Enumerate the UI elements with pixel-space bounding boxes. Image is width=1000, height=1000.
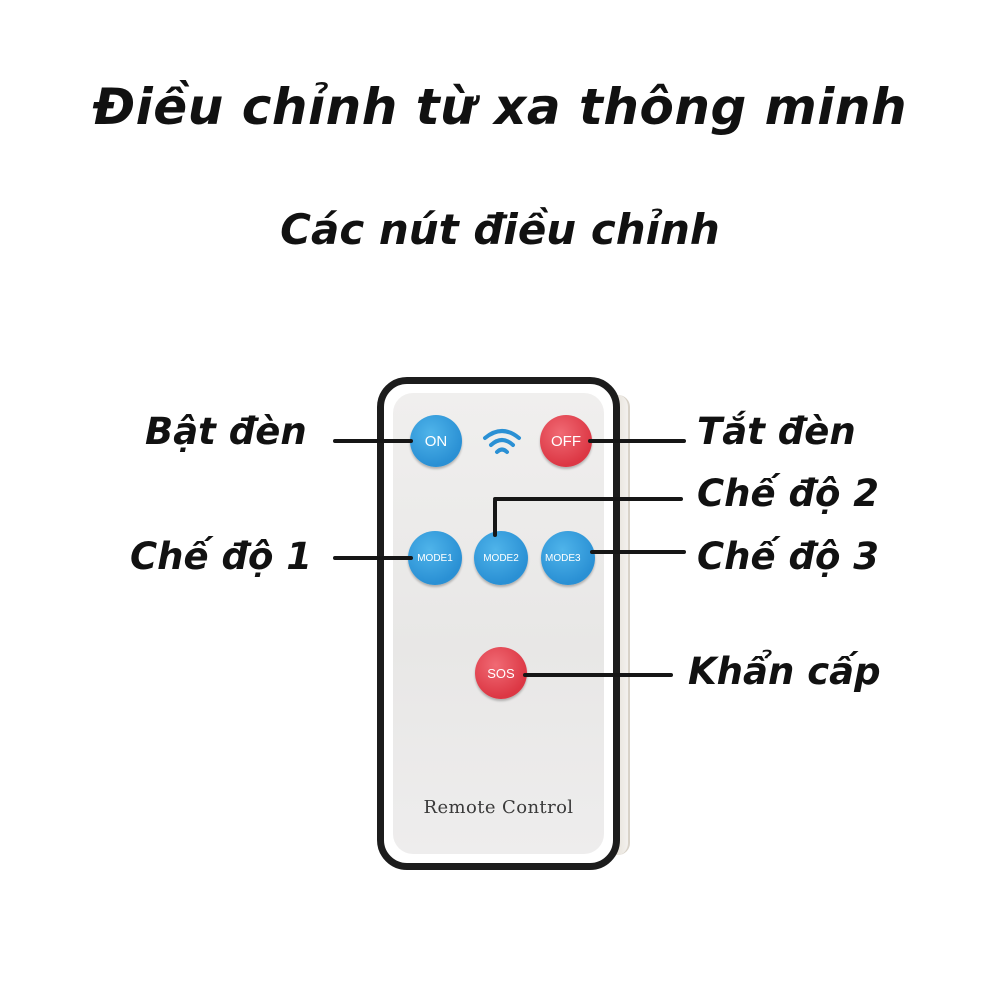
mode3-button[interactable]: MODE3: [541, 531, 595, 585]
callout-line-mode2: [493, 497, 683, 501]
mode1-button[interactable]: MODE1: [408, 531, 462, 585]
remote-label: Remote Control: [423, 797, 574, 818]
callout-off: Tắt đèn: [697, 410, 856, 453]
callout-line-on: [333, 439, 413, 443]
page-title: Điều chỉnh từ xa thông minh: [92, 78, 908, 136]
sos-button[interactable]: SOS: [475, 647, 527, 699]
on-button-label: ON: [424, 432, 448, 450]
wifi-icon: [483, 429, 521, 454]
mode2-button-label: MODE2: [483, 552, 519, 564]
on-button[interactable]: ON: [410, 415, 462, 467]
sos-button-label: SOS: [487, 665, 515, 681]
mode2-button[interactable]: MODE2: [474, 531, 528, 585]
remote-face: [393, 393, 604, 854]
callout-mode1: Chế độ 1: [130, 535, 313, 578]
callout-line-sos: [523, 673, 673, 677]
callout-mode3: Chế độ 3: [697, 535, 880, 578]
off-button[interactable]: OFF: [540, 415, 592, 467]
mode1-button-label: MODE1: [417, 552, 453, 564]
callout-sos: Khẩn cấp: [688, 650, 881, 693]
callout-on: Bật đèn: [145, 410, 307, 453]
mode3-button-label: MODE3: [545, 552, 581, 564]
callout-line-mode1: [333, 556, 413, 560]
off-button-label: OFF: [551, 432, 581, 450]
callout-line-mode3: [590, 550, 686, 554]
page-subtitle: Các nút điều chỉnh: [280, 205, 720, 254]
callout-line-mode2-vertical: [493, 499, 497, 537]
callout-line-off: [588, 439, 686, 443]
callout-mode2: Chế độ 2: [697, 472, 880, 515]
